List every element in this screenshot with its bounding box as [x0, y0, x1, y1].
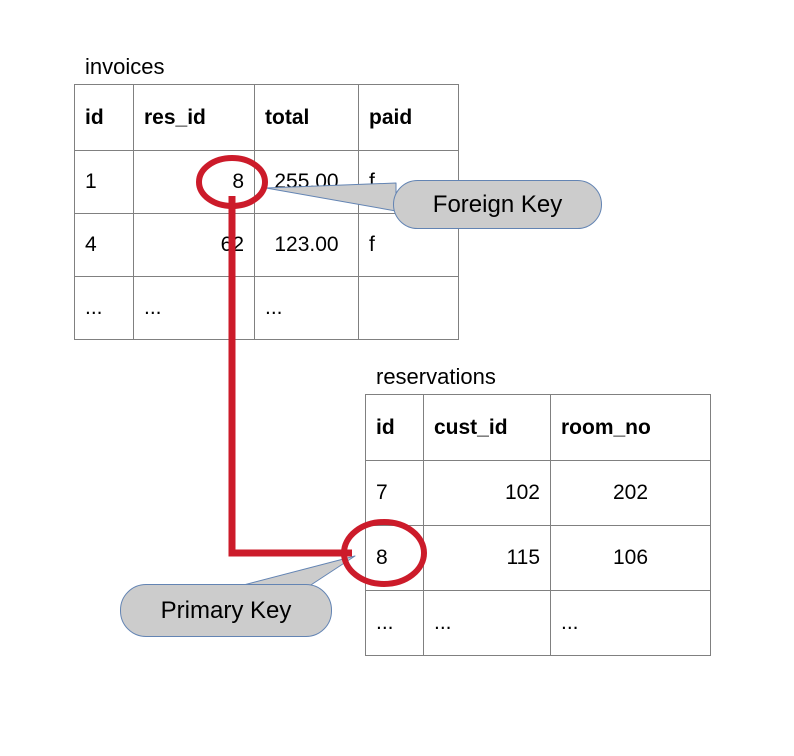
invoices-table-title: invoices: [85, 54, 165, 79]
invoices-r2-paid: [358, 276, 459, 340]
invoices-r1-res-id: 62: [133, 213, 255, 277]
reservations-table: id cust_id room_no 7 102 202 8 115 106 .…: [365, 394, 711, 656]
invoices-col-id: id: [74, 84, 134, 151]
reservations-r1-cust-id: 115: [423, 525, 551, 591]
invoices-r1-total: 123.00: [254, 213, 359, 277]
table-row: 7 102 202: [365, 460, 711, 526]
reservations-table-title: reservations: [376, 364, 496, 389]
invoices-col-total: total: [254, 84, 359, 151]
invoices-r0-res-id: 8: [133, 150, 255, 214]
invoices-r2-id: ...: [74, 276, 134, 340]
invoices-col-paid: paid: [358, 84, 459, 151]
invoices-col-res-id: res_id: [133, 84, 255, 151]
invoices-r2-total: ...: [254, 276, 359, 340]
reservations-r2-cust-id: ...: [423, 590, 551, 656]
reservations-header-row: id cust_id room_no: [365, 394, 711, 461]
reservations-r0-id: 7: [365, 460, 424, 526]
invoices-r0-total: 255.00: [254, 150, 359, 214]
invoices-r2-res-id: ...: [133, 276, 255, 340]
reservations-col-room-no: room_no: [550, 394, 711, 461]
table-row: 8 115 106: [365, 525, 711, 591]
reservations-r2-room-no: ...: [550, 590, 711, 656]
reservations-r0-cust-id: 102: [423, 460, 551, 526]
table-row: ... ... ...: [365, 590, 711, 656]
reservations-r2-id: ...: [365, 590, 424, 656]
invoices-r1-id: 4: [74, 213, 134, 277]
primary-key-callout: Primary Key: [120, 584, 332, 637]
table-row: ... ... ...: [74, 276, 459, 340]
reservations-col-id: id: [365, 394, 424, 461]
reservations-col-cust-id: cust_id: [423, 394, 551, 461]
reservations-r1-id: 8: [365, 525, 424, 591]
reservations-r1-room-no: 106: [550, 525, 711, 591]
reservations-r0-room-no: 202: [550, 460, 711, 526]
foreign-key-callout: Foreign Key: [393, 180, 602, 229]
invoices-r0-id: 1: [74, 150, 134, 214]
invoices-header-row: id res_id total paid: [74, 84, 459, 151]
